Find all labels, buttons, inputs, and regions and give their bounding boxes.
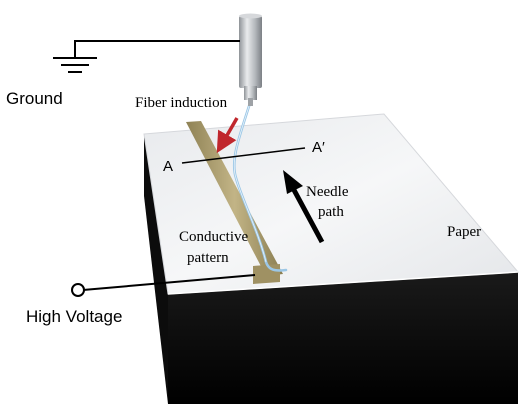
label-section-a: A — [163, 158, 173, 175]
section-line-a-a-prime — [181, 147, 306, 164]
needle — [239, 13, 262, 106]
high-voltage-wiring — [71, 274, 256, 297]
label-paper: Paper — [447, 224, 481, 240]
needle-path-arrow-icon — [283, 170, 325, 244]
label-needle-path-line1: Needle — [306, 184, 349, 200]
label-ground: Ground — [6, 89, 63, 108]
paper-left-face — [144, 134, 168, 404]
label-conductive-line1: Conductive — [179, 229, 248, 245]
label-section-a-prime: A′ — [312, 139, 325, 156]
ground-wiring — [53, 40, 240, 73]
paper-front-face — [168, 272, 518, 404]
paper-block — [143, 113, 520, 404]
induction-arrow-icon — [216, 117, 239, 154]
terminal-icon — [71, 283, 85, 297]
label-fiber-induction: Fiber induction — [135, 95, 228, 111]
label-conductive-line2: pattern — [187, 250, 229, 266]
label-high-voltage: High Voltage — [26, 307, 122, 326]
label-needle-path-line2: path — [318, 204, 344, 220]
